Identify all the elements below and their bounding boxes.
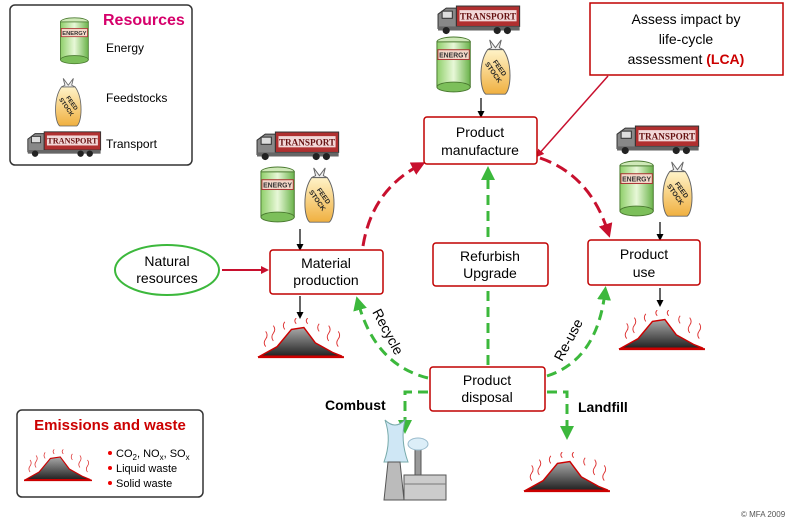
node-product-use: Product use xyxy=(587,239,701,286)
resources-legend: Resources ENERGY Energy FEED STOCK Feeds… xyxy=(9,4,193,166)
node-label: Natural xyxy=(144,253,189,269)
resources-legend-title: Resources xyxy=(103,12,185,29)
energy-label: ENERGY xyxy=(62,31,86,37)
transport-truck-icon: TRANSPORT xyxy=(616,125,700,155)
transport-truck-icon: TRANSPORT xyxy=(256,131,340,161)
feedstock-bag-icon: FEED STOCK xyxy=(55,77,82,127)
transport-truck-icon: TRANSPORT xyxy=(27,131,102,158)
energy-label: ENERGY xyxy=(622,177,651,184)
landfill-label: Landfill xyxy=(578,399,628,415)
node-label: Material xyxy=(301,255,351,271)
energy-can-icon: ENERGY xyxy=(60,17,89,65)
energy-can-icon: ENERGY xyxy=(436,36,471,93)
node-label: Refurbish xyxy=(460,248,520,264)
node-material-production: Material production xyxy=(269,249,384,295)
node-label: Product xyxy=(456,124,504,140)
node-label: disposal xyxy=(461,389,512,405)
node-product-manufacture: Product manufacture xyxy=(423,116,538,165)
copyright: © MFA 2009 xyxy=(741,510,786,519)
feedstock-bag-icon: FEED STOCK xyxy=(304,167,335,223)
node-label: Product xyxy=(620,246,668,262)
incinerator-factory-icon xyxy=(383,418,447,501)
node-label: production xyxy=(293,272,358,288)
combust-label: Combust xyxy=(325,397,386,413)
feedstock-bag-icon: FEED STOCK xyxy=(480,39,511,95)
flow-landfill xyxy=(547,390,574,440)
liquid-waste-label: Liquid waste xyxy=(116,463,177,475)
transport-label: TRANSPORT xyxy=(279,137,335,147)
node-label: Product xyxy=(463,372,511,388)
legend-transport-label: Transport xyxy=(106,137,158,151)
flow-combust xyxy=(398,390,428,434)
lca-pointer-arrow xyxy=(536,75,609,158)
transport-label: TRANSPORT xyxy=(47,137,98,146)
bullet xyxy=(108,481,112,485)
energy-label: ENERGY xyxy=(263,183,292,190)
lca-note: Assess impact by life-cycle assessment (… xyxy=(589,2,784,76)
legend-energy-label: Energy xyxy=(106,41,144,55)
emissions-legend: Emissions and waste CO2, NOx, SOx Liquid… xyxy=(16,409,204,498)
energy-can-icon: ENERGY xyxy=(260,166,295,223)
transport-label: TRANSPORT xyxy=(460,11,516,21)
flow-recycle xyxy=(353,296,429,380)
resources-legend-box xyxy=(9,4,193,166)
transport-truck-icon: TRANSPORT xyxy=(437,5,521,35)
transport-label: TRANSPORT xyxy=(639,131,695,141)
emissions-legend-title: Emissions and waste xyxy=(34,417,186,434)
node-refurbish-upgrade: Refurbish Upgrade xyxy=(432,242,549,287)
waste-heap-icon xyxy=(618,310,706,351)
bullet xyxy=(108,466,112,470)
node-label: resources xyxy=(136,270,197,286)
emission-gases: CO2, NOx, SOx xyxy=(116,448,190,462)
flow-material-to-manufacture xyxy=(361,162,426,247)
lca-line-2: life-cycle xyxy=(659,31,714,47)
node-natural-resources: Natural resources xyxy=(114,244,220,296)
bullet xyxy=(108,451,112,455)
energy-label: ENERGY xyxy=(439,53,468,60)
landfill-heap-icon xyxy=(523,452,611,493)
solid-waste-label: Solid waste xyxy=(116,478,172,490)
node-label: Upgrade xyxy=(463,265,517,281)
node-product-disposal: Product disposal xyxy=(429,366,546,412)
legend-feedstocks-label: Feedstocks xyxy=(106,91,167,105)
recycle-label: Recycle xyxy=(369,306,407,358)
lca-note-box xyxy=(589,2,784,76)
lca-line-3: assessment (LCA) xyxy=(628,51,745,67)
lca-line-1: Assess impact by xyxy=(632,11,741,27)
waste-heap-icon xyxy=(257,318,345,359)
energy-can-icon: ENERGY xyxy=(619,160,654,217)
node-label: use xyxy=(633,264,656,280)
flow-manufacture-to-use xyxy=(539,156,613,238)
feedstock-bag-icon: FEED STOCK xyxy=(662,161,693,217)
node-label: manufacture xyxy=(441,142,519,158)
flow-reuse xyxy=(546,286,612,378)
